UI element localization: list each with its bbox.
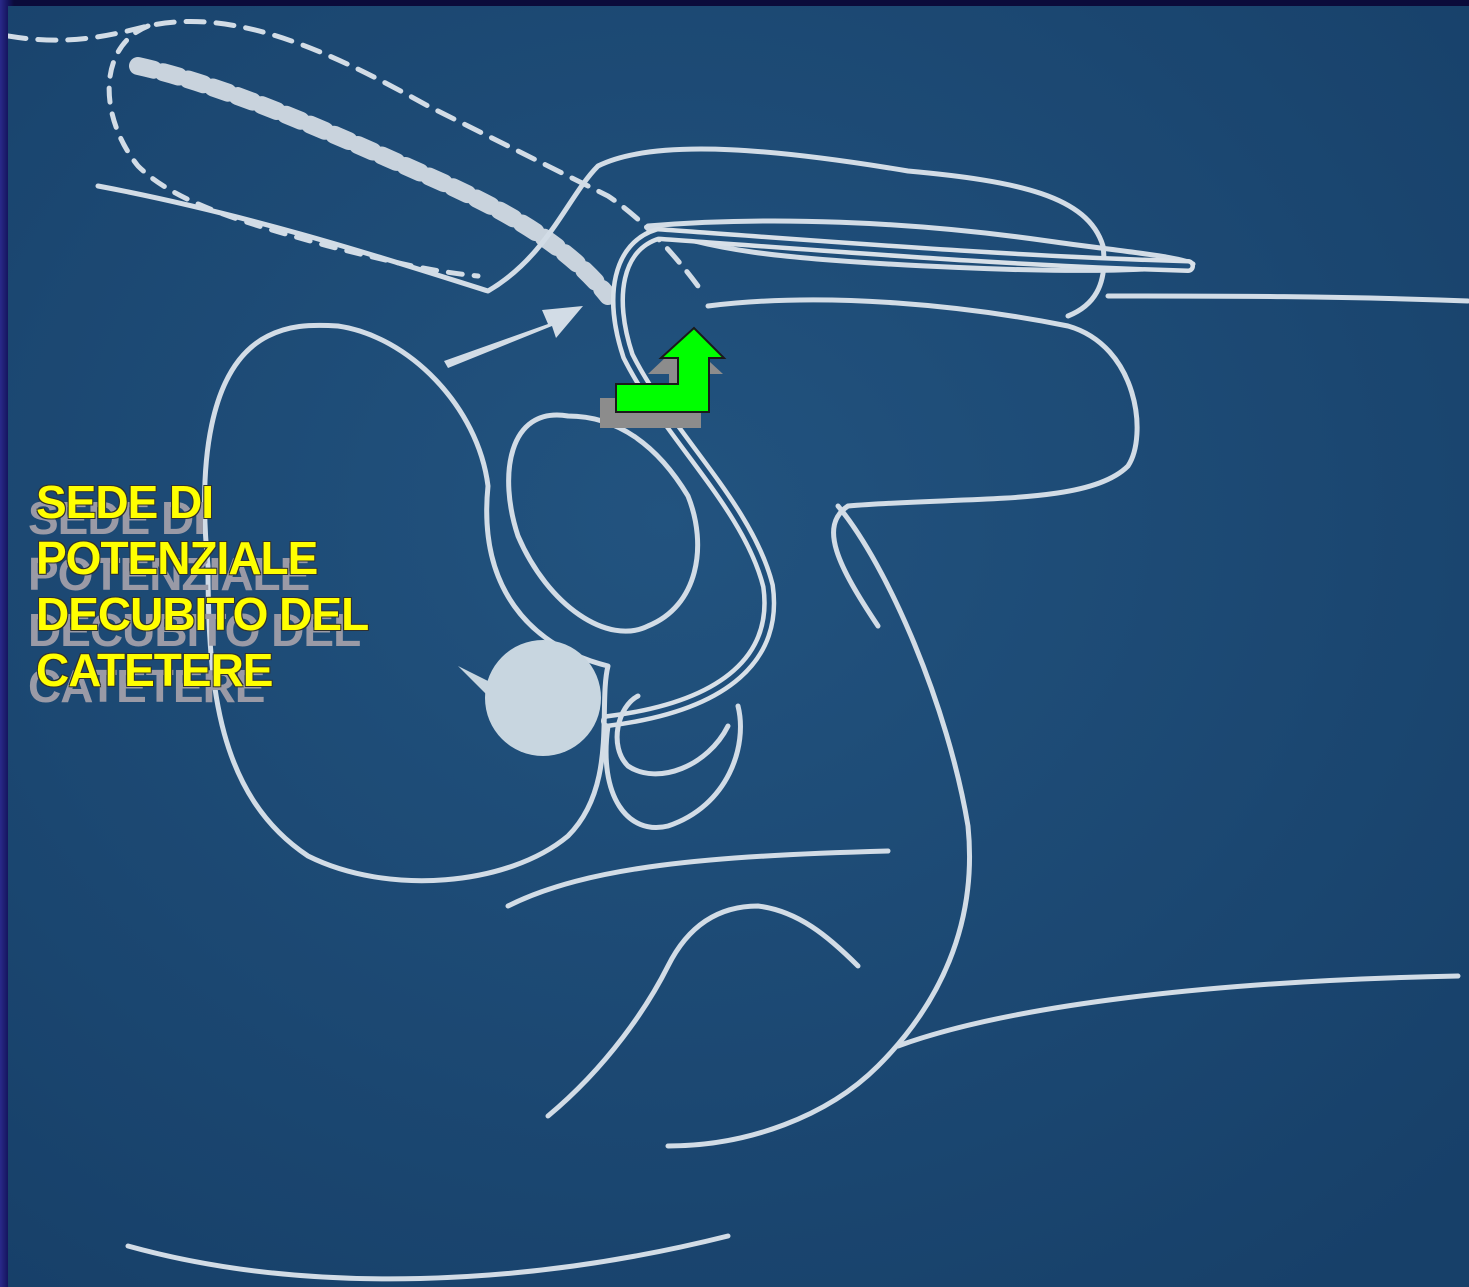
annotation-label: SEDE DI POTENZIALE DECUBITO DEL CATETERE	[36, 474, 368, 698]
annotation-line-4: CATETERE	[36, 642, 368, 698]
annotation-line-3: DECUBITO DEL	[36, 586, 368, 642]
annotation-line-2: POTENZIALE	[36, 530, 368, 586]
annotation-line-1: SEDE DI	[36, 474, 368, 530]
catheter-balloon	[485, 640, 601, 756]
